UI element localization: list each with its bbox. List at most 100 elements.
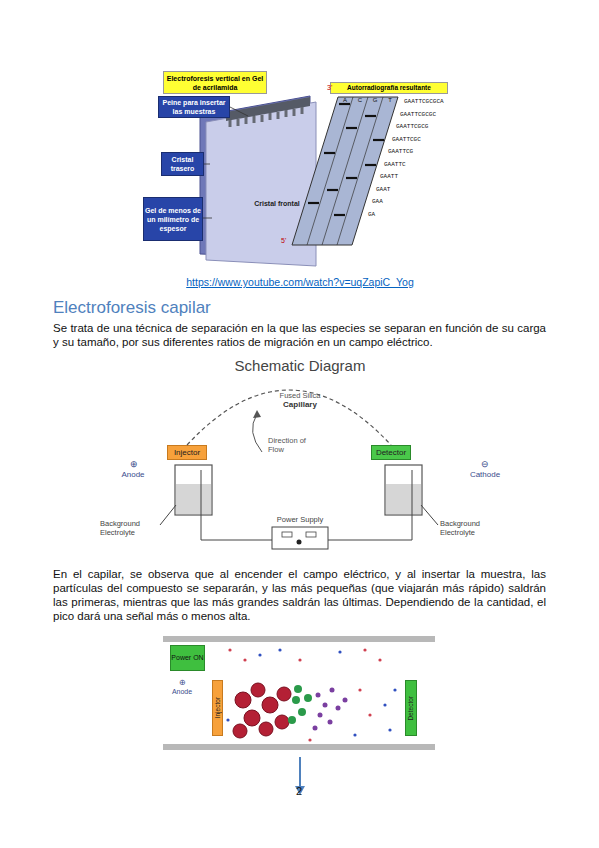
particle: [304, 694, 312, 702]
comb: [226, 97, 310, 121]
particle: [244, 710, 260, 726]
sequence-text: GAA: [372, 198, 442, 205]
flow-arrowhead: [253, 410, 261, 418]
power-symbol: [306, 532, 316, 537]
ion: [368, 713, 371, 716]
power-button: Power ON: [170, 645, 205, 671]
ion: [278, 648, 281, 651]
particle: [330, 688, 335, 693]
node-text: Electroforesis vertical en Gel de acrila…: [164, 74, 266, 92]
particle: [235, 692, 251, 708]
medium-particles: [288, 685, 312, 724]
gel-band: [339, 103, 350, 105]
comb-tooth: [285, 110, 288, 117]
ion: [353, 733, 356, 736]
ion: [338, 650, 341, 653]
particle: [343, 698, 348, 703]
particle: [233, 724, 247, 738]
electrode-label: Anode: [110, 470, 156, 480]
node-text: Cristal trasero: [162, 155, 203, 173]
comb-tooth: [293, 109, 296, 116]
callout-box: Cristal trasero: [161, 152, 204, 176]
gel-band: [365, 115, 376, 117]
part-label: Direction of Flow: [268, 436, 310, 454]
node-text: Power ON: [171, 654, 203, 662]
ion: [383, 703, 386, 706]
node-text: Injector: [174, 448, 200, 458]
particle: [298, 708, 306, 716]
gel-band: [365, 164, 376, 166]
large-particles: [233, 683, 291, 738]
gel-band: [346, 177, 357, 179]
part-label: Fused Silica: [255, 391, 345, 400]
callout-box: Gel de menos de un milímetro de espesor: [143, 197, 203, 241]
sequence-text: GAATTCGCG: [396, 123, 466, 130]
part-label: Capillary: [255, 400, 345, 410]
strand-end: 5': [281, 237, 291, 245]
node-text: Autorradiografía resultante: [347, 84, 431, 92]
title-tag: Electroforesis vertical en Gel de acrila…: [163, 71, 267, 94]
strand-end: 3': [327, 84, 337, 92]
leader-line: [230, 107, 248, 116]
animation-frame: [163, 634, 435, 752]
ion: [298, 658, 301, 661]
small-particles: [313, 688, 348, 731]
particle: [259, 722, 273, 736]
ion: [228, 648, 231, 651]
polarity-symbol: ⊕: [176, 678, 188, 688]
gel-band: [324, 152, 335, 154]
sequence-text: GAATTC: [384, 161, 454, 168]
capillary-wall: [163, 636, 435, 642]
ion: [358, 688, 361, 691]
comb-tooth: [301, 107, 304, 114]
body-paragraph: Se trata de una técnica de separación en…: [53, 321, 546, 349]
lane-dividers: [307, 97, 383, 245]
ion: [243, 658, 246, 661]
electrolyte: [386, 484, 421, 514]
sequence-text: GAATTCG: [388, 148, 458, 155]
node-text: Power Supply: [277, 515, 323, 524]
flow-arrow: [253, 414, 262, 452]
particle: [318, 713, 323, 718]
leader-lines: [203, 107, 248, 218]
comb-tooth: [237, 119, 240, 126]
power-supply-box: [272, 527, 328, 549]
leader-line: [421, 505, 438, 525]
sequence-text: GAATT: [380, 173, 450, 180]
comb-tooth: [269, 113, 272, 120]
particle: [275, 715, 289, 729]
electrolyte: [176, 484, 211, 514]
gel-band: [308, 202, 319, 204]
particle: [277, 687, 291, 701]
body-paragraph: En el capilar, se observa que al encende…: [53, 567, 546, 623]
node-text: Detector: [376, 448, 406, 458]
leader-line: [204, 164, 210, 165]
beaker: [385, 465, 422, 515]
part-label: Background Electrolyte: [440, 519, 500, 537]
lane-divider: [337, 97, 383, 245]
sequence-text: GAATTCGCGC: [400, 111, 470, 118]
figure-title: Schematic Diagram: [180, 357, 420, 375]
node-text: Injector: [214, 697, 222, 718]
hyperlink: https://www.youtube.com/watch?v=uqZapiC_…: [130, 276, 470, 289]
ion: [363, 648, 366, 651]
polarity-symbol: ⊖: [479, 459, 491, 470]
ion: [393, 688, 396, 691]
down-arrow: [299, 757, 301, 788]
gel-band: [373, 139, 384, 141]
particle: [328, 720, 333, 725]
detector-box: Detector: [405, 680, 417, 736]
wire: [328, 470, 412, 540]
lane-letter: C: [356, 97, 364, 104]
ion: [388, 728, 391, 731]
section-heading: Electroforesis capilar: [53, 298, 211, 318]
comb-teeth: [230, 107, 302, 127]
sequence-text: GAAT: [376, 186, 446, 193]
lane-letter: A: [341, 97, 349, 104]
polarity-symbol: ⊕: [128, 459, 140, 470]
sequence-text: GAATTCGCGCA: [404, 98, 474, 105]
ion: [258, 653, 261, 656]
comb-tooth: [277, 112, 280, 119]
